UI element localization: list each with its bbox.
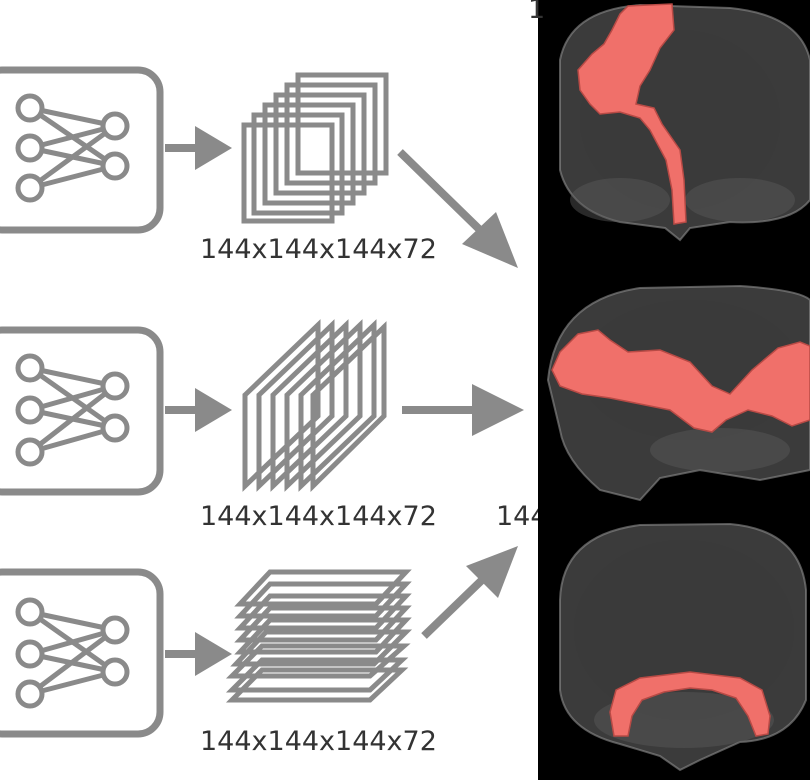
axial-render <box>559 522 807 772</box>
row-coronal: 144x144x144x72 <box>0 66 518 268</box>
stacked-slices-icon <box>242 319 387 492</box>
dimension-label-sagittal: 144x144x144x72 <box>200 501 437 532</box>
render-panel: 1 <box>528 0 810 780</box>
arrow-right-icon <box>165 388 232 432</box>
arrow-diagonal-up-icon <box>421 546 518 639</box>
row-axial: 144x144x144x72 <box>0 546 518 757</box>
coronal-render <box>559 3 810 242</box>
stacked-slices-icon <box>225 569 413 703</box>
neural-network-icon <box>0 326 164 496</box>
partial-top-label: 1 <box>528 0 545 25</box>
sagittal-render <box>546 284 810 502</box>
arrow-right-icon <box>165 632 232 676</box>
row-sagittal: 144x144x144x72 144 <box>0 319 548 532</box>
stacked-slices-icon <box>241 72 389 224</box>
arrow-right-icon <box>402 384 524 436</box>
dimension-label-axial: 144x144x144x72 <box>200 726 437 757</box>
dimension-label-coronal: 144x144x144x72 <box>200 234 437 265</box>
arrow-diagonal-down-icon <box>397 149 518 268</box>
neural-network-icon <box>0 66 164 234</box>
neural-network-icon <box>0 568 164 738</box>
arrow-right-icon <box>165 126 232 170</box>
